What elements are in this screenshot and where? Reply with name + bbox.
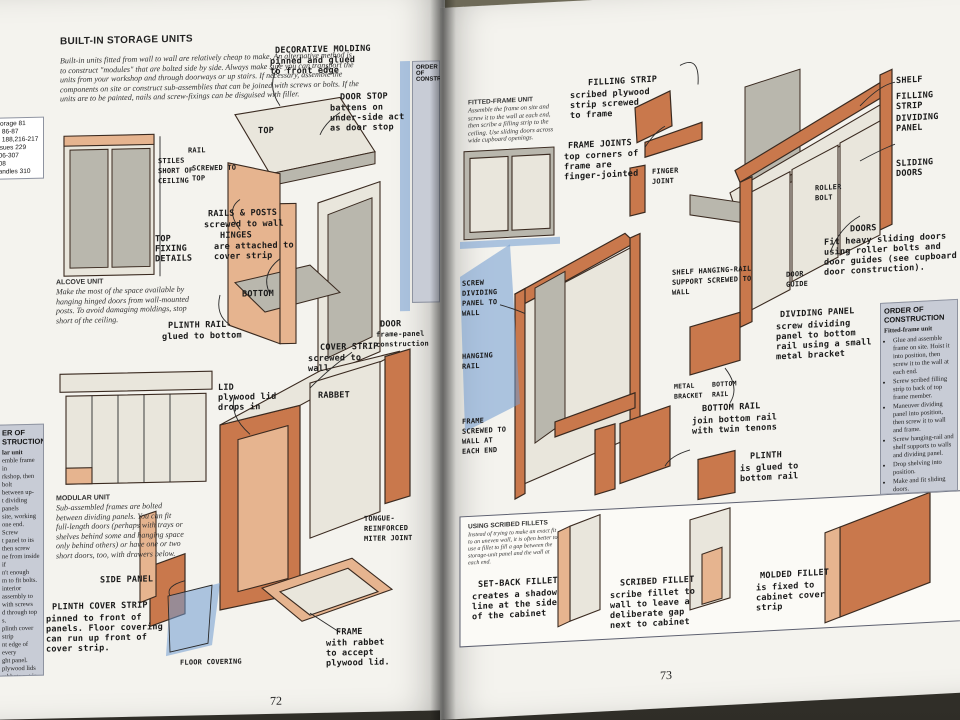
page-number-right: 73 (660, 667, 672, 683)
joint-details-drawing (629, 90, 703, 217)
construction-step: one end. Screw (2, 521, 25, 537)
alcove-unit-drawing (63, 133, 161, 277)
label-side-panel: SIDE PANEL (100, 574, 154, 586)
note-doors: Fit heavy sliding doors using roller bol… (824, 231, 957, 278)
book-gutter (430, 0, 456, 720)
alcove-exploded-drawing (227, 60, 410, 379)
construction-step: interior assembly to (2, 585, 33, 601)
label-tongue: TONGUE-REINFORCED MITER JOINT (364, 514, 413, 543)
note-cover-strip: screwed to wall (308, 353, 362, 375)
note-frame: with rabbet to accept plywood lid. (326, 637, 390, 669)
fitted-text: Assemble the frame on site and screw it … (468, 103, 554, 145)
note-decorative-molding: pinned and glued to front edge (270, 55, 356, 77)
left-page: BUILT-IN STORAGE UNITS Built-in units fi… (0, 0, 445, 720)
label-bottom: BOTTOM (242, 288, 274, 300)
order-of-construction-box: ORDER OF CONSTRUCTION Fitted-frame unit … (880, 298, 958, 495)
label-floor-covering: FLOOR COVERING (180, 657, 242, 667)
construction-step: d through top (2, 608, 38, 617)
note-rails-posts: screwed to wall (204, 218, 284, 231)
label-bottom-rail-small: BOTTOM RAIL (712, 379, 737, 399)
cross-reference-table: storage 81 ts 86-87 ts 188,216-217 issue… (0, 116, 44, 180)
construction-step: rkshop, then bolt (2, 472, 35, 489)
label-lid: LID (218, 382, 234, 394)
fitted-frame-large-drawing (689, 68, 893, 329)
fillet-drawings (557, 491, 931, 628)
note-hinges: are attached to cover strip (214, 240, 294, 263)
left-leader-lines (168, 63, 353, 633)
bottom-rail-drawing (594, 311, 741, 501)
left-illustrations (59, 60, 411, 657)
construction-step: nt edge of every (2, 640, 28, 657)
note-plinth-rail: glued to bottom (162, 330, 242, 343)
modular-unit-drawing (59, 370, 213, 485)
label-plinth-rail: PLINTH RAIL (168, 319, 227, 332)
label-frame: FRAME (336, 626, 363, 638)
order-steps-list: Glue and assemble frame on site. Hoist i… (889, 334, 957, 495)
label-filling-strip-2: FILLING STRIP (896, 90, 934, 113)
modular-exploded-drawing (139, 348, 411, 657)
label-shelf: SHELF (896, 74, 923, 87)
label-rabbet: RABBET (318, 390, 350, 401)
note-door-stop: battens on under-side act as door stop (330, 102, 405, 134)
note-plinth: is glued to bottom rail (740, 461, 799, 485)
note-set-back-fillet: creates a shadow line at the side of the… (472, 587, 558, 623)
page-number-left: 72 (270, 693, 282, 708)
label-door: DOOR (380, 319, 402, 330)
label-top-fixing: TOP FIXING DETAILS (155, 234, 193, 265)
label-screwed-to: SCREWED TO TOP (192, 163, 237, 183)
note-molded-fillet: is fixed to cabinet cover strip (756, 580, 826, 614)
note-dividing-panel: screw dividing panel to bottom rail usin… (776, 318, 872, 363)
construction-step: t dividing panels (2, 497, 28, 513)
note-lid: plywood lid drops in (218, 391, 277, 414)
construction-step: ne from inside if (2, 552, 40, 569)
fillets-text: Instead of trying to make an exact fit t… (468, 527, 558, 567)
label-door-stop: DOOR STOP (340, 91, 388, 103)
table-row: handles 310 (0, 167, 31, 176)
order-step: Screw hanging-rail and shelf supports to… (893, 433, 955, 460)
label-roller-bolt: ROLLER BOLT (815, 182, 842, 203)
right-illustrations (459, 62, 960, 648)
order-step: Maneuver dividing panel into position, t… (893, 400, 955, 435)
modular-text: Sub-assembled frames are bolted between … (56, 501, 184, 560)
label-rails-posts: RAILS & POSTS (208, 207, 278, 220)
construction-step: emble frame in (2, 456, 35, 473)
order-step: Glue and assemble frame on site. Hoist i… (893, 334, 955, 377)
label-hanging-rail: HANGING RAIL (462, 351, 493, 371)
label-sliding-doors: SLIDING DOORS (896, 157, 934, 180)
order-step: Screw scribed filling strip to back of t… (893, 375, 955, 402)
note-filling-strip: scribed plywood strip screwed to frame (570, 87, 650, 122)
construction-step: plinth cover strip (2, 624, 34, 641)
label-decorative-molding: DECORATIVE MOLDING (275, 43, 371, 56)
alcove-text: Make the most of the space available by … (56, 284, 190, 325)
fitted-frame-small-drawing (460, 146, 560, 249)
order-step: Make and fit sliding doors. (893, 475, 955, 494)
label-hinges: HINGES (220, 230, 252, 241)
right-page: FITTED-FRAME UNIT Assemble the frame on … (440, 0, 960, 720)
label-door-guide: DOOR GUIDE (786, 269, 809, 289)
label-shelf-support: SHELF HANGING-RAIL SUPPORT SCREWED TO WA… (672, 264, 752, 297)
label-plinth: PLINTH (750, 450, 782, 462)
note-plinth-cover-strip: pinned to front of panels. Floor coverin… (46, 612, 163, 655)
label-screw-dividing: SCREW DIVIDING PANEL TO WALL (462, 278, 498, 318)
label-cover-strip: COVER STRIP (320, 341, 379, 353)
order-step: Drop shelving into position. (893, 458, 955, 477)
note-door: frame-panel construction (376, 329, 429, 349)
label-plinth-cover-strip: PLINTH COVER STRIP (52, 600, 148, 613)
label-doors: DOORS (850, 223, 877, 235)
label-top: TOP (258, 125, 274, 137)
label-dividing-panel-r: DIVIDING PANEL (896, 111, 939, 135)
note-frame-joints: top corners of frame are finger-jointed (564, 148, 639, 183)
right-leader-lines (499, 62, 896, 467)
label-frame-screwed: FRAME SCREWED TO WALL AT EACH END (462, 416, 507, 456)
central-frame-drawing (460, 232, 641, 501)
label-finger-joint: FINGER JOINT (652, 166, 679, 186)
label-metal-bracket: METAL BRACKET (674, 381, 703, 401)
note-scribed-fillet: scribe fillet to wall to leave a deliber… (610, 586, 696, 632)
label-rail: RAIL (188, 146, 206, 155)
